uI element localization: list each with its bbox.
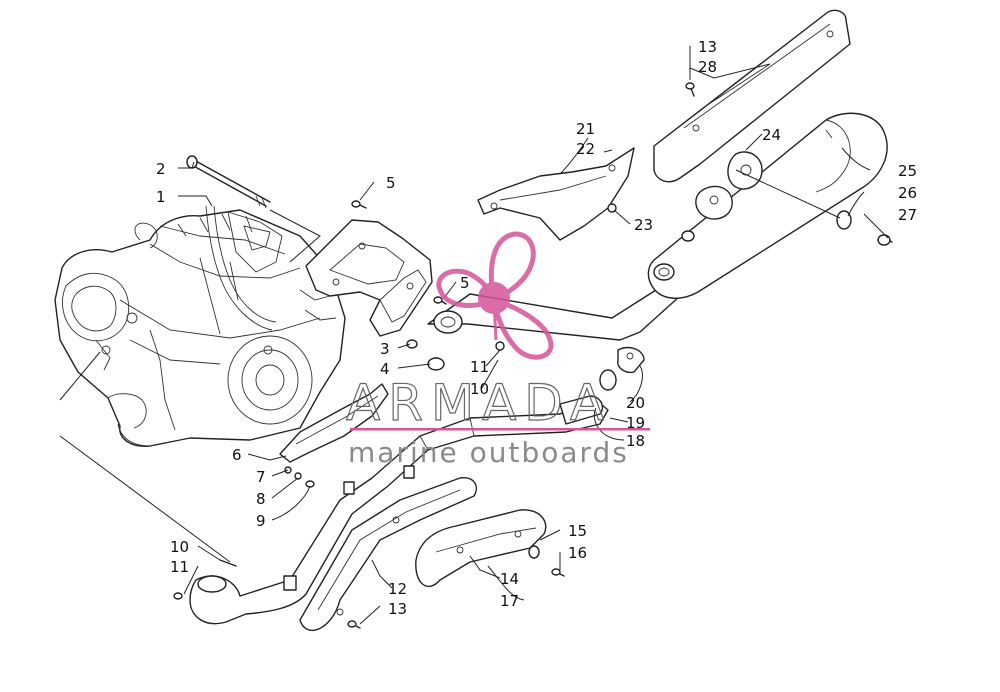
callout-7: 7 [256, 468, 266, 486]
callout-20: 20 [626, 394, 645, 412]
callout-27: 27 [898, 206, 917, 224]
propeller-logo [436, 231, 554, 360]
callout-25: 25 [898, 162, 917, 180]
callout-5-top: 5 [386, 174, 396, 192]
callout-26: 26 [898, 184, 917, 202]
logo-blade-left [488, 231, 536, 304]
heat-shield-upper-part [653, 9, 851, 183]
heat-shield-lower-part [299, 477, 478, 632]
clamp-part [599, 346, 645, 391]
callout-11-left: 11 [170, 558, 189, 576]
callout-14: 14 [500, 570, 519, 588]
callout-3: 3 [380, 340, 390, 358]
flange-hardware-part [173, 559, 237, 600]
callout-1: 1 [156, 188, 166, 206]
callout-8: 8 [256, 490, 266, 508]
callout-23: 23 [634, 216, 653, 234]
stud-bolt-part [186, 155, 271, 209]
support-rod-part [279, 383, 389, 488]
callout-22: 22 [576, 140, 595, 158]
engine-assembly [54, 205, 346, 447]
watermark-subtitle: marine outboards [348, 436, 629, 469]
callout-10-mid: 10 [470, 380, 489, 398]
logo-blade-bottom [436, 268, 498, 308]
header-pipe-part [189, 395, 609, 625]
watermark-title: ARMADA [346, 374, 612, 432]
pipe-shield-part [415, 509, 565, 587]
callout-10-left: 10 [170, 538, 189, 556]
callout-21: 21 [576, 120, 595, 138]
callout-4: 4 [380, 360, 390, 378]
callout-9: 9 [256, 512, 266, 530]
watermark-rule [350, 428, 650, 431]
callout-labels: 1 2 3 4 5 5 6 7 8 9 10 10 11 11 12 13 13… [156, 38, 917, 618]
callout-24: 24 [762, 126, 781, 144]
logo-shaft [492, 299, 498, 341]
mounting-bracket-part [305, 200, 447, 371]
logo-blade-right [490, 296, 554, 360]
callout-11-mid: 11 [470, 358, 489, 376]
callout-16: 16 [568, 544, 587, 562]
callout-13-bottom: 13 [388, 600, 407, 618]
callout-17: 17 [500, 592, 519, 610]
callout-13-top: 13 [698, 38, 717, 56]
muffler-hardware-part [836, 210, 893, 246]
watermark: ARMADA marine outboards [345, 231, 650, 469]
callout-19: 19 [626, 414, 645, 432]
leader-lines [59, 46, 889, 625]
callout-18: 18 [626, 432, 645, 450]
logo-hub [478, 282, 510, 314]
callout-15: 15 [568, 522, 587, 540]
callout-6: 6 [232, 446, 242, 464]
callout-5-mid: 5 [460, 274, 470, 292]
muffler-part [647, 112, 888, 299]
callout-12: 12 [388, 580, 407, 598]
rear-bracket-part [477, 147, 635, 241]
callout-2: 2 [156, 160, 166, 178]
callout-28: 28 [698, 58, 717, 76]
connector-pipe-part [427, 289, 681, 351]
